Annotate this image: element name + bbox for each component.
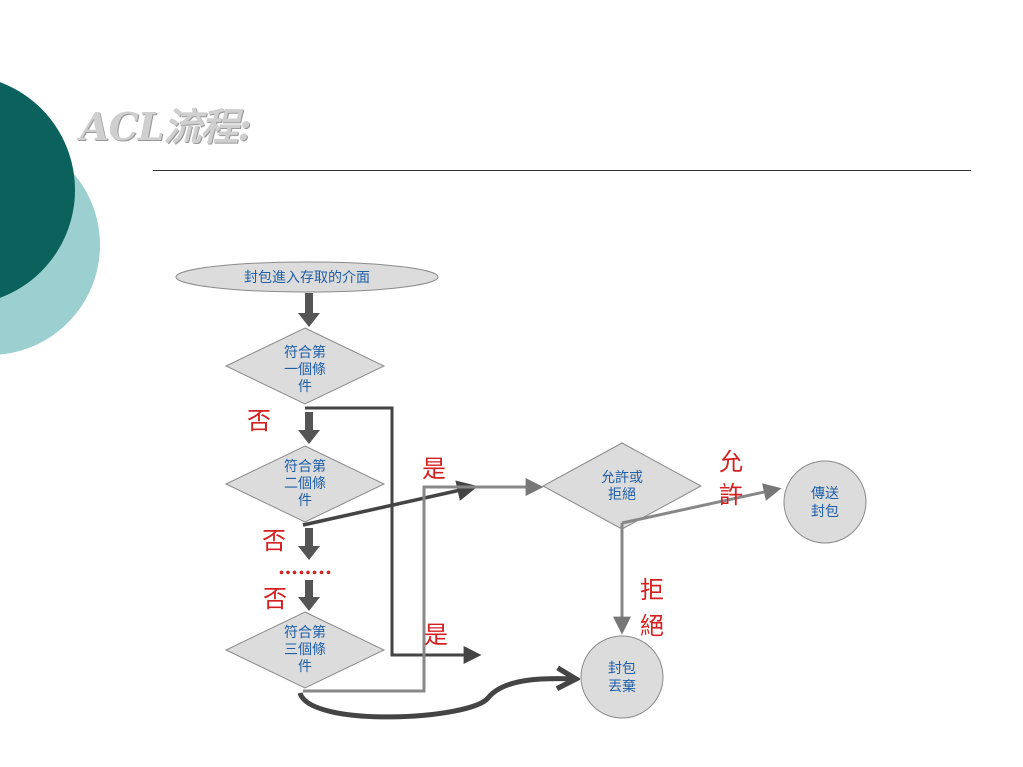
no-label-3: 否 <box>263 585 287 613</box>
condition-2-label-line1: 符合第 <box>284 458 326 475</box>
send-packet-label-line1: 傳送 <box>811 486 839 502</box>
no-label-2: 否 <box>262 527 286 555</box>
condition-3-label-line2: 三個條 <box>284 642 326 658</box>
allow-or-deny-node: 允許或 拒絕 <box>541 442 703 530</box>
condition-3-node: 符合第 三個條 件 <box>224 611 386 689</box>
condition-1-node: 符合第 一個條 件 <box>224 327 386 405</box>
cond3-no-curved-arrow <box>297 679 576 720</box>
condition-1-label-line2: 一個條 <box>284 362 326 378</box>
title-divider <box>153 170 971 171</box>
down-arrow <box>298 528 320 560</box>
send-packet-label-line2: 封包 <box>811 504 839 520</box>
page-title: ACL流程: <box>80 104 251 149</box>
cond3-yes-connector <box>303 478 544 693</box>
condition-1-label-line3: 件 <box>298 379 312 395</box>
deny-label-line2: 絕 <box>640 612 664 640</box>
yes-label-1: 是 <box>422 455 446 483</box>
no-label-1: 否 <box>247 407 271 435</box>
ellipsis-dots: …….. <box>278 555 332 579</box>
drop-packet-label-line1: 封包 <box>608 661 636 677</box>
drop-packet-node: 封包 丟棄 <box>580 635 664 719</box>
down-arrow <box>298 412 320 444</box>
condition-2-label-line2: 二個條 <box>284 476 326 492</box>
cond2-yes-connector <box>302 480 479 527</box>
allow-label-line1: 允 <box>719 448 743 476</box>
dark-teal-circle <box>0 82 75 298</box>
start-node: 封包進入存取的介面 <box>175 261 439 293</box>
condition-3-label-line3: 件 <box>298 659 312 675</box>
start-node-label: 封包進入存取的介面 <box>244 270 370 286</box>
allow-connector <box>621 483 782 525</box>
drop-packet-label-line2: 丟棄 <box>608 679 636 695</box>
cond1-yes-connector <box>305 406 482 664</box>
condition-3-label-line1: 符合第 <box>284 624 326 641</box>
condition-1-label-line1: 符合第 <box>284 344 326 361</box>
deny-label-line1: 拒 <box>640 576 664 604</box>
allow-label-line2: 許 <box>719 481 743 509</box>
down-arrow <box>298 293 320 327</box>
condition-2-node: 符合第 二個條 件 <box>224 445 386 523</box>
condition-2-label-line3: 件 <box>298 493 312 509</box>
yes-label-2: 是 <box>424 621 448 649</box>
allow-or-deny-label-line1: 允許或 <box>601 470 643 486</box>
send-packet-node: 傳送 封包 <box>783 460 867 544</box>
allow-or-deny-label-line2: 拒絕 <box>608 487 636 503</box>
down-arrow <box>298 580 320 611</box>
